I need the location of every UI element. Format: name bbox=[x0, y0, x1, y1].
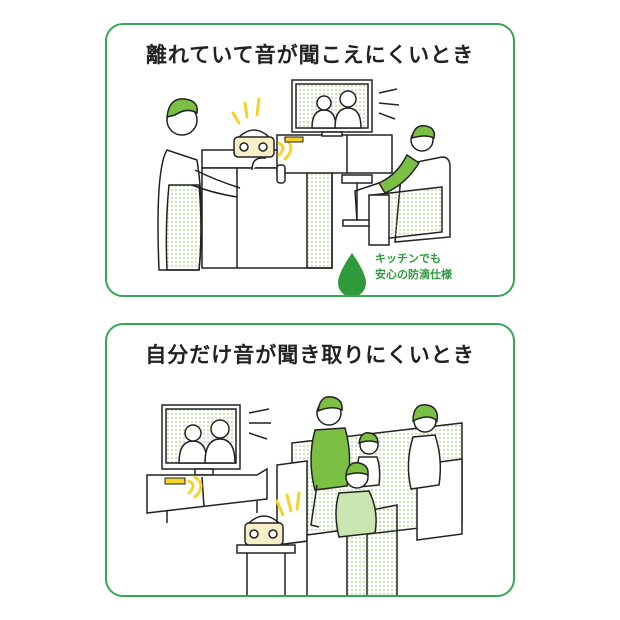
panel-title: 離れていて音が聞こえにくいとき bbox=[145, 43, 475, 67]
armchair bbox=[368, 156, 451, 246]
scene-panel-kitchen: 離れていて音が聞こえにくいとき bbox=[105, 23, 515, 297]
woman-figure bbox=[157, 98, 241, 271]
note-line-2: 安心の防滴仕様 bbox=[375, 268, 452, 281]
tv-stand bbox=[146, 467, 268, 523]
older-man-figure bbox=[335, 462, 377, 538]
man-figure bbox=[354, 125, 436, 222]
television bbox=[291, 79, 373, 137]
water-drop-icon bbox=[338, 253, 366, 295]
sound-wave-icon bbox=[378, 88, 400, 120]
armchair bbox=[306, 504, 398, 595]
man-figure bbox=[310, 396, 351, 528]
hand-speaker bbox=[233, 129, 275, 158]
television bbox=[161, 404, 241, 476]
panel-title: 自分だけ音が聞き取りにくいとき bbox=[145, 343, 475, 367]
sound-wave-icon bbox=[248, 408, 271, 440]
side-table bbox=[236, 544, 296, 595]
scene-panel-living: 自分だけ音が聞き取りにくいとき bbox=[105, 323, 515, 597]
living-illustration bbox=[146, 396, 463, 595]
note-line-1: キッチンでも bbox=[375, 252, 441, 265]
hand-speaker bbox=[244, 515, 284, 546]
speaker-sound-icon bbox=[187, 475, 203, 499]
speaker-sound-icon bbox=[275, 491, 301, 517]
waterproof-note: キッチンでも 安心の防滴仕様 bbox=[375, 251, 452, 283]
woman-figure bbox=[407, 404, 442, 490]
kitchen-illustration bbox=[157, 79, 451, 295]
faucet bbox=[251, 157, 286, 184]
